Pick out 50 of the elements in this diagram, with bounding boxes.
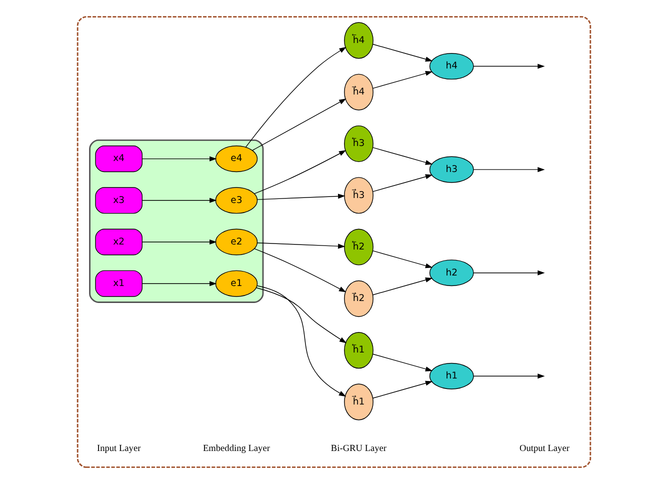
node-ellipse: h⃗4 — [344, 74, 374, 110]
node-ellipse: h⃗2 — [344, 280, 374, 317]
node-ellipse: h⃖4 — [344, 22, 374, 59]
node-ellipse: h⃖1 — [344, 332, 374, 369]
label: Input Layer — [96, 444, 141, 454]
node-ellipse: h⃖2 — [344, 228, 374, 266]
arrow — [372, 354, 433, 372]
node-ellipse: h3 — [429, 156, 474, 183]
arrow — [372, 380, 433, 398]
arrow — [372, 174, 433, 192]
arrow — [254, 248, 346, 292]
node-ellipse: h⃖3 — [344, 125, 374, 162]
arrow — [256, 285, 346, 397]
arrow — [372, 250, 433, 268]
arrow — [372, 70, 433, 89]
arrow — [245, 46, 346, 148]
arrow — [473, 270, 545, 276]
node-ellipse: e3 — [215, 187, 258, 214]
label: Output Layer — [520, 444, 570, 454]
node-ellipse: e2 — [215, 228, 258, 256]
cluster — [89, 139, 264, 303]
node-ellipse: h⃗1 — [344, 384, 374, 420]
arrow — [372, 278, 433, 296]
node-ellipse: h⃗3 — [344, 177, 374, 214]
node-ellipse: h2 — [429, 260, 474, 286]
node-ellipse: e1 — [215, 270, 258, 297]
cluster — [76, 16, 592, 468]
label: Embedding Layer — [202, 444, 270, 454]
node-box: x1 — [95, 270, 143, 297]
arrow — [256, 287, 347, 344]
arrow — [372, 147, 433, 165]
arrow — [257, 242, 346, 249]
arrow — [473, 167, 545, 172]
node-ellipse: h1 — [429, 362, 474, 390]
node-ellipse: e4 — [215, 146, 258, 172]
node-box: x4 — [95, 146, 143, 172]
node-box: x3 — [95, 187, 143, 214]
arrow — [372, 44, 433, 62]
label: Bi-GRU Layer — [330, 444, 387, 454]
arrow — [142, 239, 217, 245]
arrow — [252, 98, 346, 151]
arrow — [254, 150, 346, 194]
arrow — [257, 194, 346, 200]
node-ellipse: h4 — [429, 53, 474, 80]
arrow — [142, 198, 217, 203]
arrow — [142, 156, 217, 162]
node-box: x2 — [95, 228, 143, 256]
arrow — [473, 374, 545, 379]
arrow — [473, 64, 545, 69]
arrow — [142, 281, 217, 286]
